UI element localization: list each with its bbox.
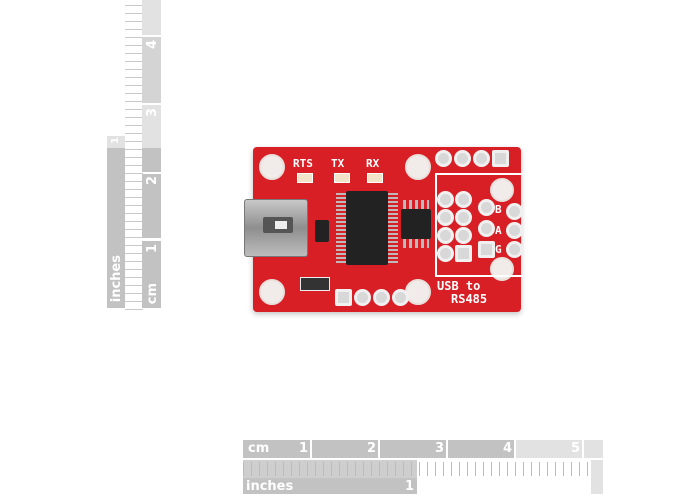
title-line2: RS485 (451, 292, 488, 306)
cm-tick-4: 4 (145, 40, 160, 50)
rj-pads (437, 191, 472, 262)
cm-tick-h-5: 5 (571, 441, 581, 456)
cm-label: cm (145, 283, 160, 305)
led-rx (367, 173, 383, 183)
cm-tick-1: 1 (145, 244, 160, 254)
cm-label-h: cm (248, 441, 270, 456)
mount-hole (259, 279, 285, 305)
cm-tick-h-1: 1 (299, 441, 309, 456)
ftdi-chip (346, 191, 388, 265)
title-line1: USB to (437, 279, 481, 293)
inch-tick-h-1: 1 (405, 479, 415, 494)
led-rts (297, 173, 313, 183)
mount-hole (405, 154, 431, 180)
mount-hole (490, 178, 514, 202)
circuit-board: RTS TX RX B A G USB to RS485 (244, 147, 523, 312)
label-g: G (495, 243, 502, 256)
rs485-chip (401, 209, 431, 239)
label-a: A (495, 224, 502, 237)
inch-label: inches (109, 255, 124, 303)
led-tx (334, 173, 350, 183)
label-rx: RX (366, 157, 380, 170)
cm-tick-h-2: 2 (367, 441, 377, 456)
horizontal-ruler: cm 1 2 3 4 5 inches 1 (243, 440, 603, 495)
cm-tick-h-3: 3 (435, 441, 445, 456)
mount-hole (259, 154, 285, 180)
header-pins-top (435, 150, 509, 167)
header-pins-bottom (335, 289, 409, 306)
inch-label-h: inches (246, 479, 294, 494)
label-b: B (495, 203, 502, 216)
vertical-ruler: 1 inches 4 3 2 1 cm (107, 0, 161, 310)
cm-tick-h-4: 4 (503, 441, 513, 456)
mount-hole (490, 257, 514, 281)
ptc-fuse (300, 277, 330, 291)
label-tx: TX (331, 157, 345, 170)
label-rts: RTS (293, 157, 313, 170)
inductor (315, 220, 329, 242)
cm-tick-2: 2 (145, 176, 160, 186)
inch-tick-1: 1 (110, 137, 121, 144)
connector-outline (435, 173, 523, 277)
cm-tick-3: 3 (145, 108, 160, 118)
terminal-pads (506, 203, 523, 258)
